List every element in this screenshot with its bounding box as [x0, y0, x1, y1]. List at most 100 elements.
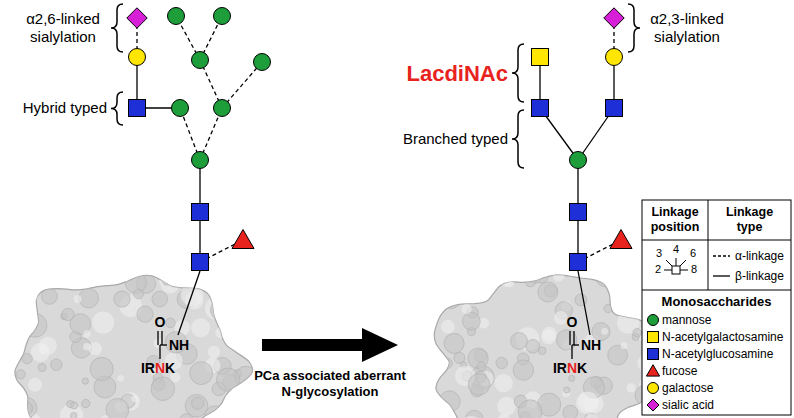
surface-patch	[621, 342, 628, 349]
surface-patch	[42, 288, 58, 304]
surface-patch	[538, 347, 546, 355]
section-heading: Monosaccharides	[662, 294, 772, 310]
table-header: Linkage type	[719, 205, 781, 235]
surface-patch	[204, 406, 226, 418]
legend-swatch	[648, 332, 659, 343]
surface-patch	[71, 402, 78, 409]
surface-patch	[563, 405, 578, 418]
linkage-position-number: 6	[690, 247, 696, 260]
table-header: Linkage position	[644, 205, 706, 235]
atom-label: O	[567, 314, 578, 331]
surface-patch	[6, 394, 25, 413]
linkage-position-line	[666, 260, 672, 266]
surface-patch	[440, 287, 462, 309]
chemical-bond	[159, 345, 160, 359]
surface-patch	[626, 383, 635, 392]
legend-swatch	[648, 349, 659, 360]
chemical-bond	[160, 344, 167, 345]
chemical-bond	[178, 271, 200, 335]
surface-patch	[518, 400, 542, 418]
table-rule	[642, 290, 791, 291]
glycan	[532, 8, 633, 271]
glycan-feature-label: Hybrid typed	[23, 99, 107, 117]
surface-patch	[22, 288, 38, 304]
residue-glcnac	[606, 100, 623, 117]
surface-patch	[557, 330, 577, 350]
surface-patch	[497, 397, 516, 416]
surface-patch	[39, 337, 57, 355]
surface-patch	[496, 357, 507, 368]
residue-fuc	[610, 230, 632, 249]
surface-patch	[15, 417, 27, 418]
residue-glcnac	[570, 204, 587, 221]
surface-patch	[222, 408, 234, 418]
residue-label: N	[567, 360, 577, 377]
linkage-sample	[713, 255, 730, 256]
surface-patch	[180, 414, 193, 418]
surface-patch	[161, 275, 180, 294]
residue-man	[214, 8, 231, 25]
surface-patch	[166, 318, 176, 328]
surface-patch	[511, 333, 528, 350]
glycan-feature-label: Branched typed	[403, 130, 508, 148]
legend-swatch	[646, 365, 659, 376]
surface-patch	[575, 294, 587, 306]
brackets	[111, 4, 640, 168]
surface-patch	[22, 353, 32, 363]
surface-patch	[134, 289, 144, 299]
surface-patch	[70, 412, 77, 418]
chemical-bond	[569, 331, 570, 345]
surface-patch	[514, 264, 531, 281]
surface-patch	[35, 263, 57, 285]
surface-patch	[9, 329, 25, 345]
linkage-position-number: 4	[673, 243, 679, 256]
linkage-position-line	[680, 260, 686, 266]
surface-patch	[468, 374, 490, 396]
chemical-bond	[578, 271, 590, 335]
residue-glcnac	[570, 254, 587, 271]
legend-panel	[642, 200, 791, 415]
linkage-position-line	[664, 270, 672, 271]
linkage-sample	[713, 275, 730, 276]
legend-swatch	[648, 315, 659, 326]
legend-entry	[646, 365, 659, 376]
chemical-bond	[571, 345, 572, 359]
residue-label: K	[165, 360, 175, 377]
surface-patch	[209, 266, 217, 274]
surface-patch	[215, 327, 226, 338]
curly-bracket	[111, 92, 123, 125]
table-rule	[708, 200, 709, 290]
surface-patch	[217, 368, 240, 391]
surface-patch	[30, 274, 40, 284]
linkage-position-line	[676, 258, 677, 266]
residue-fuc	[232, 230, 254, 249]
linkage-position-number: 8	[691, 263, 697, 276]
surface-patch	[601, 328, 608, 335]
legend-label: fucose	[662, 364, 697, 378]
residue-man	[192, 152, 209, 169]
surface-patch	[480, 277, 496, 293]
surface-patch	[16, 370, 25, 379]
surface-patch	[17, 398, 37, 418]
surface-patch	[585, 414, 598, 418]
legend-label: mannose	[662, 313, 711, 327]
surface-patch	[461, 304, 471, 314]
residue-gal	[606, 49, 623, 66]
surface-patch	[441, 320, 455, 334]
legend-entry	[647, 399, 659, 411]
chemical-bond	[157, 331, 158, 345]
legend-entry	[648, 349, 659, 360]
surface-patch	[433, 403, 442, 412]
chemical-bond	[161, 331, 162, 345]
protein-texture	[414, 262, 672, 418]
surface-patch	[82, 399, 90, 407]
surface-patch	[477, 362, 486, 371]
atom-label: NH	[581, 337, 601, 354]
surface-patch	[439, 391, 460, 412]
surface-patch	[3, 328, 26, 351]
legend-box	[642, 200, 791, 415]
legend-entry	[713, 256, 730, 257]
atom-label: NH	[169, 337, 189, 354]
surface-patch	[23, 313, 47, 337]
